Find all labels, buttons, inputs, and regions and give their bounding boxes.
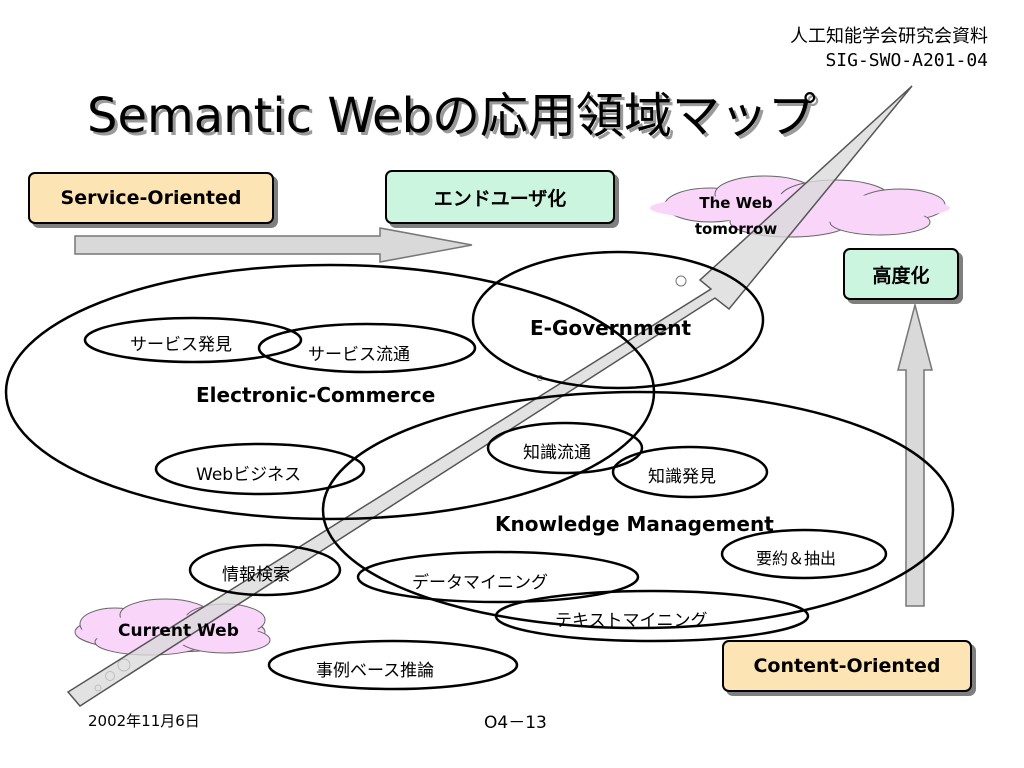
service-distribution-label: サービス流通: [308, 345, 410, 365]
advanced-box: 高度化: [843, 248, 959, 300]
service-discovery-ellipse: [83, 316, 303, 364]
end-user-box: エンドユーザ化: [385, 170, 615, 224]
content-oriented-box: Content-Oriented: [722, 640, 972, 692]
page-title: Semantic Webの応用領域マップ: [87, 88, 817, 144]
web-tomorrow-label: The Web tomorrow: [694, 194, 778, 238]
doc-id: SIG-SWO-A201-04: [825, 50, 988, 71]
summary-extraction-ellipse: [720, 528, 888, 580]
data-mining-label: データマイニング: [412, 573, 548, 593]
web-business-ellipse: [154, 442, 366, 496]
service-oriented-box: Service-Oriented: [28, 172, 274, 224]
web-business-label: Webビジネス: [196, 465, 302, 485]
service-distribution-ellipse: [257, 322, 477, 374]
footer-date: 2002年11月6日: [88, 712, 200, 730]
summary-extraction-label: 要約＆抽出: [756, 549, 837, 568]
org-label: 人工知能学会研究会資料: [790, 26, 988, 47]
page-number: O4－13: [484, 713, 547, 733]
service-oriented-arrow: [74, 227, 473, 263]
case-based-reasoning-label: 事例ベース推論: [316, 661, 435, 681]
case-based-reasoning-ellipse: [267, 639, 519, 691]
info-retrieval-ellipse: [188, 543, 342, 597]
knowledge-management-region: [321, 390, 955, 630]
electronic-commerce-label: Electronic-Commerce: [196, 383, 436, 407]
service-discovery-label: サービス発見: [130, 335, 232, 355]
bubble-dot-top: [675, 275, 687, 287]
content-to-advanced-arrow: [897, 302, 933, 607]
data-mining-ellipse: [356, 550, 640, 604]
e-government-label: E-Government: [530, 316, 692, 340]
text-mining-ellipse: [494, 589, 810, 643]
current-web-label: Current Web: [118, 621, 239, 641]
knowledge-distribution-label: 知識流通: [523, 443, 591, 463]
knowledge-discovery-label: 知識発見: [648, 467, 716, 487]
e-government-region: [471, 250, 765, 390]
info-retrieval-label: 情報検索: [222, 565, 290, 585]
evolution-arrow: [66, 85, 913, 707]
knowledge-distribution-ellipse: [486, 421, 644, 475]
text-mining-label: テキストマイニング: [555, 611, 708, 631]
knowledge-discovery-ellipse: [611, 445, 769, 499]
knowledge-management-label: Knowledge Management: [495, 512, 774, 536]
